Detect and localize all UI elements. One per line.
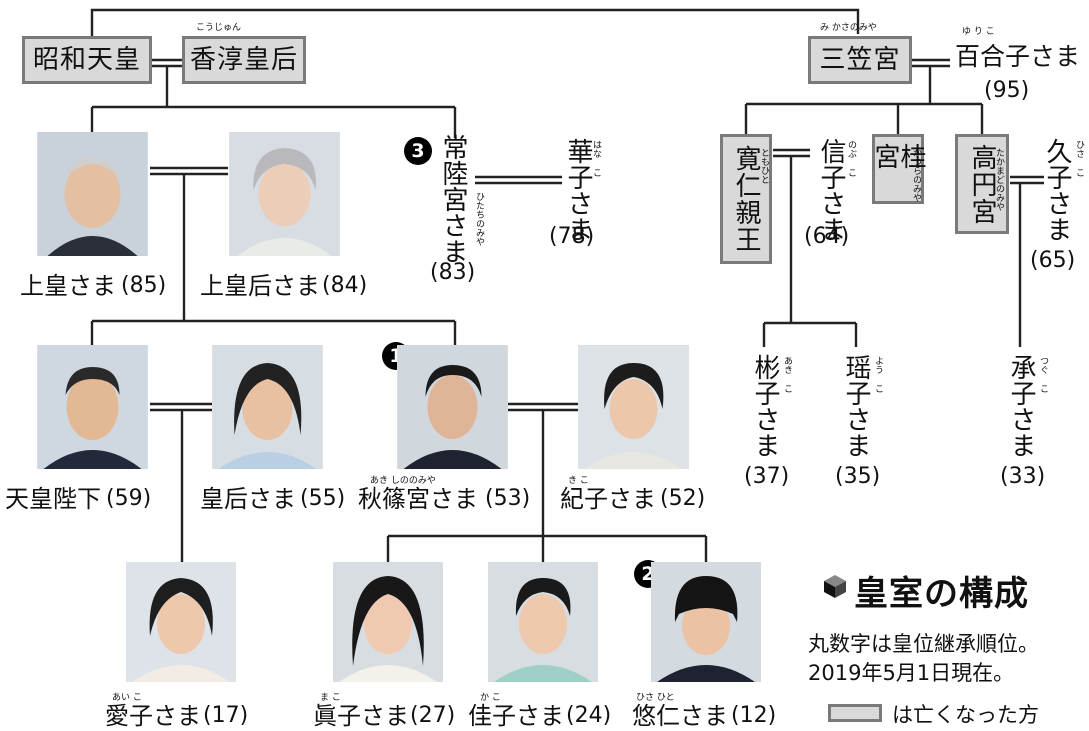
deceased-name: 香淳皇后: [189, 45, 298, 75]
deceased-name: 寛仁親王: [731, 145, 761, 253]
person-age-aiko: (17): [203, 703, 249, 728]
deceased-box-mikasa: 三笠宮: [808, 36, 912, 84]
person-name-kako: 佳子さま: [468, 702, 564, 730]
person-name-hisahito: 悠仁さま: [632, 702, 728, 730]
deceased-name: 高円宮: [967, 143, 997, 225]
deceased-box-kojun: 香淳皇后: [182, 36, 306, 84]
deceased-box-tomohito: 寛仁親王: [720, 134, 772, 264]
photo-aiko: [126, 562, 236, 682]
ruby-mako: ま こ: [320, 693, 341, 703]
person-name-joko: 上皇さま: [20, 272, 116, 300]
photo-kiko: [578, 345, 689, 469]
legend-note-line-1: 丸数字は皇位継承順位。: [808, 632, 1039, 656]
person-name-kiko: 紀子さま: [560, 485, 656, 513]
legend-deceased-swatch: [828, 704, 882, 722]
photo-kako: [488, 562, 598, 682]
photo-jokogo: [229, 132, 340, 256]
deceased-box-takamado: 高円宮: [955, 134, 1009, 234]
photo-joko: [37, 132, 148, 256]
person-age-yuriko: (95): [984, 78, 1030, 103]
photo-hisahito: [651, 562, 761, 682]
person-name-akishino: 秋篠宮さま: [358, 485, 478, 513]
legend-note-line-2: 2019年5月1日現在。: [808, 661, 1015, 685]
ruby-akishino: あき しののみや: [370, 476, 436, 486]
person-name-tenno: 天皇陛下: [5, 485, 101, 513]
person-age-hisahito: (12): [731, 703, 777, 728]
person-name-jokogo: 上皇后さま: [200, 272, 320, 300]
photo-kogo: [212, 345, 323, 469]
person-name-tsuguko: 承子さま: [1006, 354, 1036, 458]
person-name-yuriko: 百合子さま: [955, 42, 1081, 71]
person-name-hitachi: 常陸宮さま: [438, 134, 468, 264]
person-age-hanako: (78): [549, 224, 595, 249]
ruby-yoko: よう こ: [873, 356, 883, 393]
person-name-mako: 眞子さま: [313, 702, 409, 730]
person-name-akiko: 彬子さま: [750, 354, 780, 458]
deceased-box-katsura: 桂宮: [870, 134, 926, 204]
succession-rank-badge-hitachi: 3: [404, 137, 432, 165]
deceased-name: 桂宮: [870, 143, 926, 170]
deceased-box-showa: 昭和天皇: [22, 36, 152, 84]
deceased-name: 三笠宮: [819, 45, 901, 75]
ruby-kojun: こうじゅん: [196, 23, 242, 33]
person-age-hitachi: (83): [430, 260, 476, 285]
deceased-name: 昭和天皇: [32, 45, 141, 75]
ruby-tsuguko: つぐ こ: [1038, 356, 1048, 393]
legend-title: 皇室の構成: [854, 566, 1029, 615]
ruby-mikasa: み かさのみや: [820, 23, 877, 33]
ruby-tomohito: ともひと: [759, 148, 769, 184]
person-age-kako: (24): [566, 703, 612, 728]
person-age-tenno: (59): [106, 486, 152, 511]
ruby-takamado: たかまどのみや: [994, 148, 1004, 211]
ruby-yuriko: ゆ り こ: [962, 27, 995, 37]
person-age-kogo: (55): [300, 486, 346, 511]
legend-title-text: 皇室の構成: [854, 574, 1029, 614]
person-name-hisako: 久子さま: [1042, 138, 1072, 242]
person-name-aiko: 愛子さま: [105, 702, 201, 730]
ruby-akiko: あき こ: [782, 356, 792, 393]
ruby-hisako: ひさ こ: [1074, 140, 1084, 177]
person-age-hisako: (65): [1030, 248, 1076, 273]
ruby-hisahito: ひさ ひと: [636, 693, 675, 703]
ruby-hana: はな こ: [591, 140, 601, 177]
ruby-nobuko: のぶ こ: [846, 140, 856, 177]
person-name-nobuko: 信子さま: [816, 138, 846, 242]
person-age-akishino: (53): [485, 486, 531, 511]
person-age-akiko: (37): [744, 464, 790, 489]
photo-tenno: [37, 345, 148, 469]
photo-mako: [333, 562, 443, 682]
photo-akishino: [397, 345, 508, 469]
person-age-nobuko: (64): [804, 224, 850, 249]
person-age-mako: (27): [410, 703, 456, 728]
ruby-kako: か こ: [480, 693, 501, 703]
person-name-hanako: 華子さま: [563, 138, 593, 242]
person-age-joko: (85): [121, 273, 167, 298]
person-age-tsuguko: (33): [1000, 464, 1046, 489]
cube-icon: [824, 575, 846, 598]
legend-deceased-text: は亡くなった方: [892, 703, 1039, 727]
ruby-kiko: き こ: [568, 476, 589, 486]
person-name-kogo: 皇后さま: [200, 485, 296, 513]
person-name-yoko: 瑶子さま: [841, 354, 871, 458]
ruby-aiko: あい こ: [112, 693, 142, 703]
person-age-kiko: (52): [660, 486, 706, 511]
ruby-hitachi: ひたちのみや: [474, 192, 484, 246]
person-age-jokogo: (84): [322, 273, 368, 298]
ruby-katsura: かつらのみや: [911, 148, 921, 202]
person-age-yoko: (35): [835, 464, 881, 489]
